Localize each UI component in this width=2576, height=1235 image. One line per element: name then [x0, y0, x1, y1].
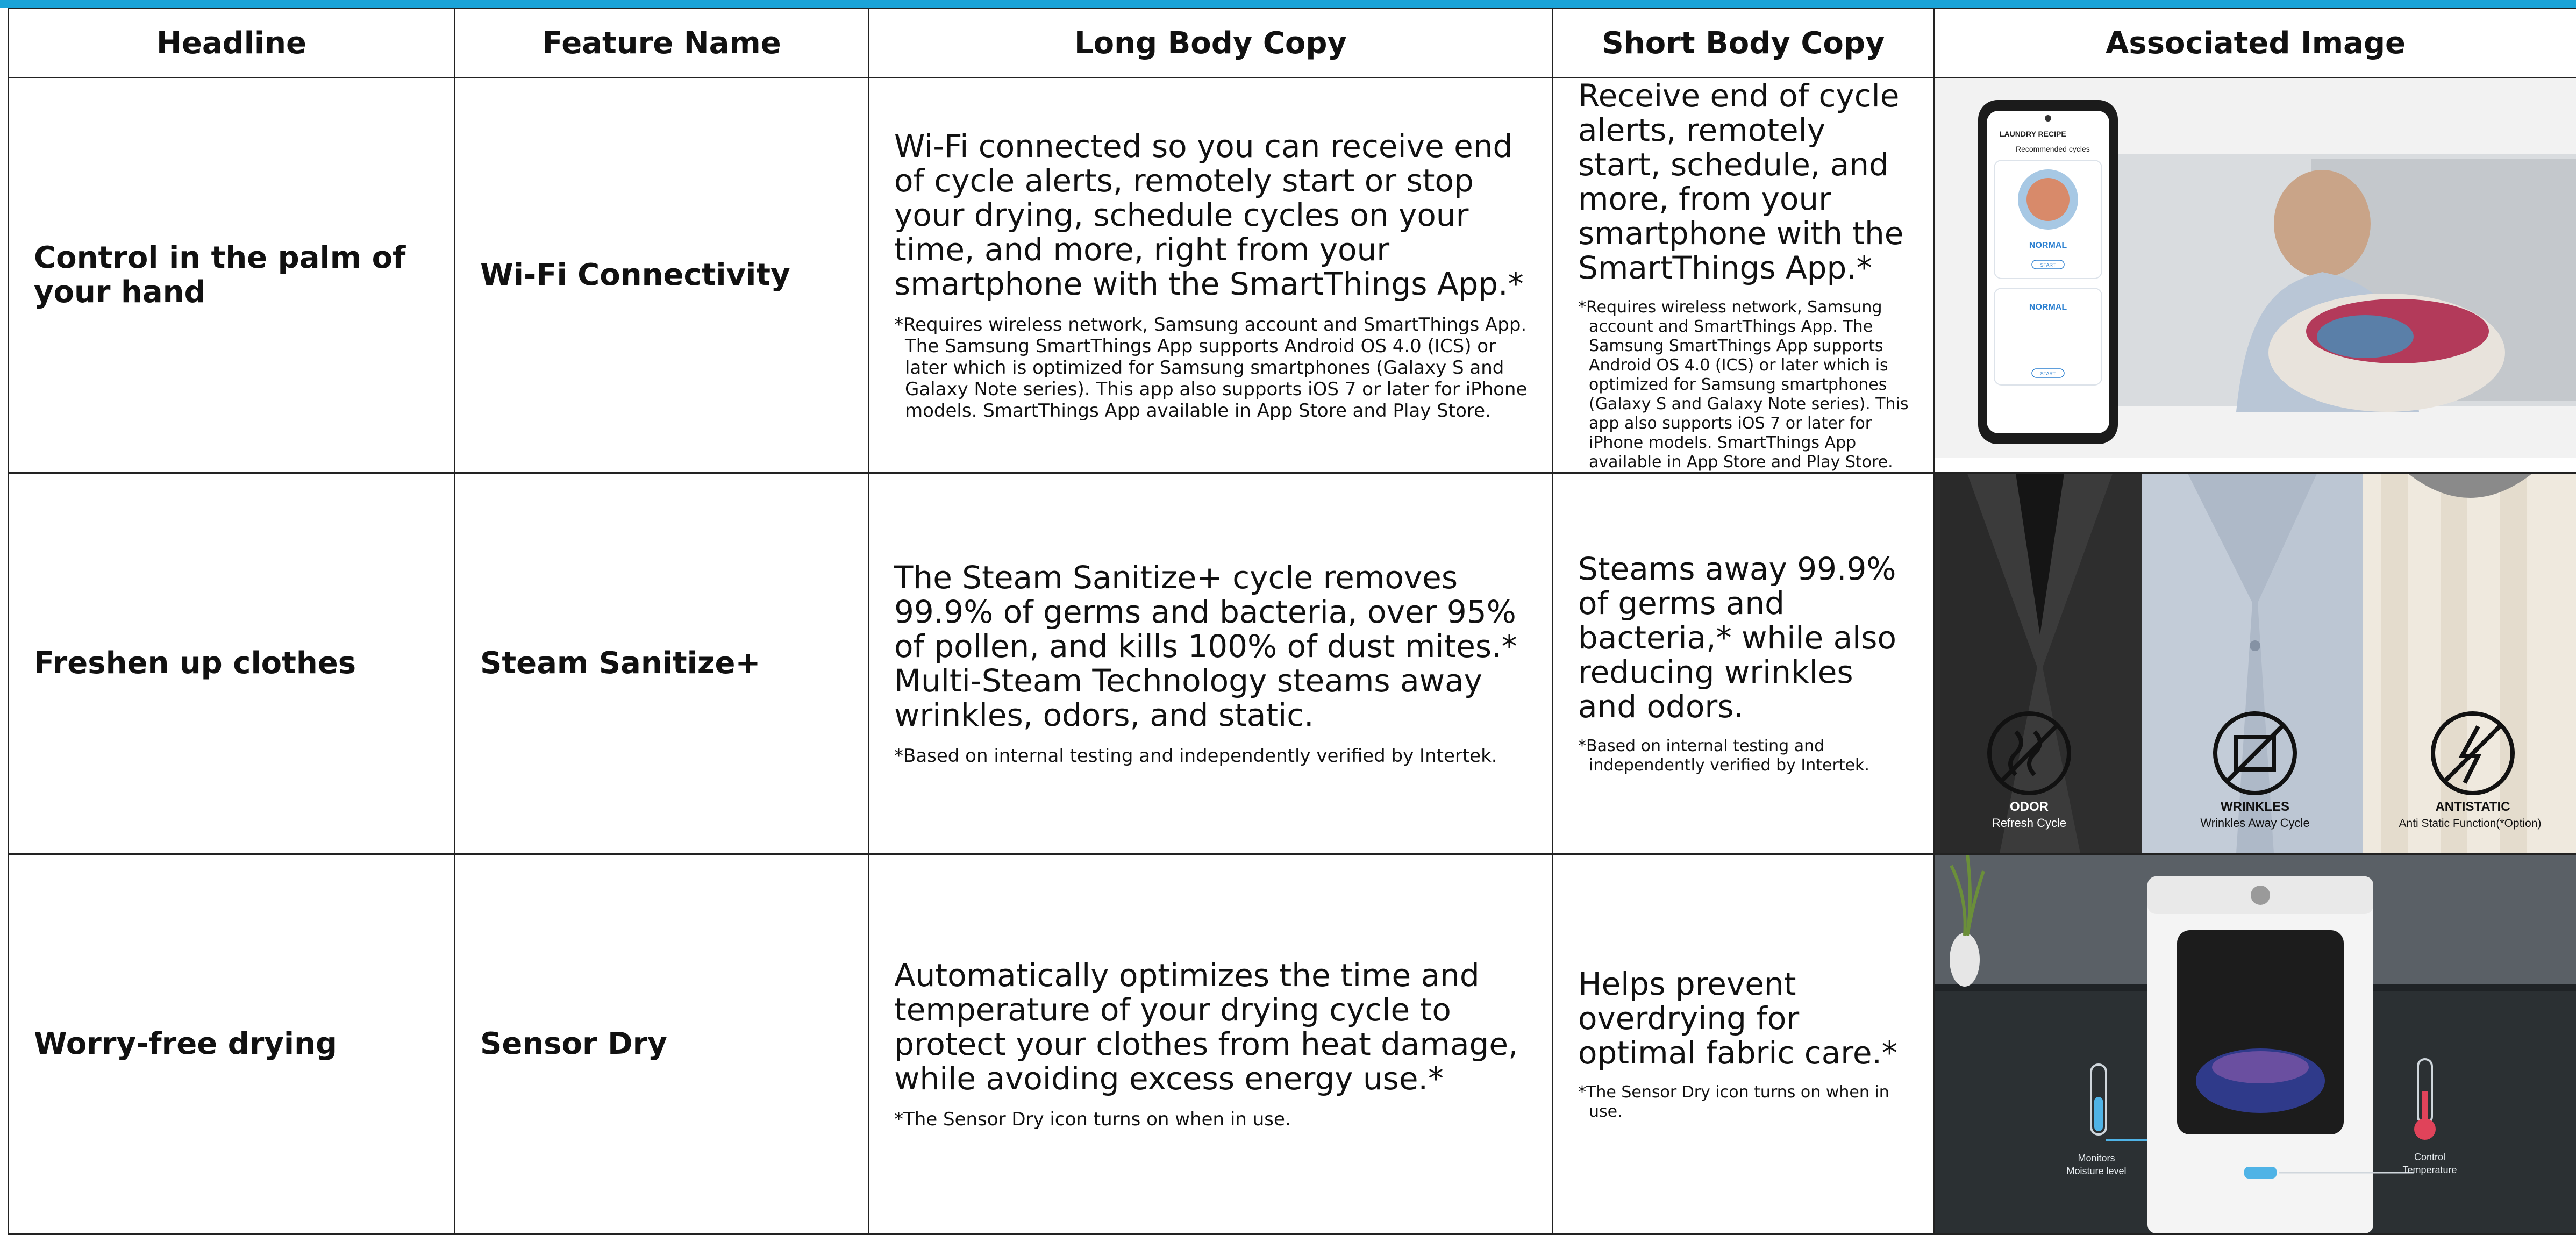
long-body-text: The Steam Sanitize+ cycle removes 99.9% …	[894, 560, 1530, 732]
headline-text: Control in the palm of your hand	[34, 240, 405, 310]
associated-image-cell: LAUNDRY RECIPE Recommended cycles NORMAL…	[1935, 78, 2576, 473]
sensor-dry-image: Monitors Moisture level Control Temperat…	[1935, 855, 2576, 1233]
headline-text: Freshen up clothes	[34, 646, 356, 681]
short-body-cell: Receive end of cycle alerts, remotely st…	[1553, 78, 1935, 473]
column-header-headline: Headline	[9, 9, 455, 78]
odor-title: ODOR	[2010, 799, 2049, 814]
associated-image-cell: ODOR Refresh Cycle	[1935, 473, 2576, 854]
table-row: Freshen up clothes Steam Sanitize+ The S…	[9, 473, 2576, 854]
top-accent-bar	[0, 0, 2576, 8]
temperature-label-1: Control	[2414, 1152, 2445, 1162]
short-body-footnote: *Requires wireless network, Samsung acco…	[1578, 298, 1912, 472]
headline-text: Worry-free drying	[34, 1026, 337, 1061]
wrinkles-subtitle: Wrinkles Away Cycle	[2200, 816, 2309, 830]
column-header-short-body-copy: Short Body Copy	[1553, 9, 1935, 78]
antistatic-title: ANTISTATIC	[2435, 799, 2510, 814]
headline-cell: Worry-free drying	[9, 854, 455, 1234]
headline-cell: Control in the palm of your hand	[9, 78, 455, 473]
feature-name-cell: Steam Sanitize+	[455, 473, 869, 854]
table-row: Worry-free drying Sensor Dry Automatical…	[9, 854, 2576, 1234]
feature-name-cell: Wi-Fi Connectivity	[455, 78, 869, 473]
long-body-footnote: *Based on internal testing and independe…	[894, 745, 1530, 767]
long-body-text: Wi-Fi connected so you can receive end o…	[894, 129, 1530, 301]
temperature-label-2: Temperature	[2402, 1165, 2457, 1175]
moisture-label-2: Moisture level	[2066, 1166, 2126, 1176]
feature-table: Headline Feature Name Long Body Copy Sho…	[8, 8, 2576, 1235]
vase	[1950, 933, 1980, 987]
column-header-associated-image: Associated Image	[1935, 9, 2576, 78]
feature-name-text: Wi-Fi Connectivity	[480, 258, 790, 292]
moisture-label-1: Monitors	[2078, 1153, 2115, 1163]
short-body-cell: Helps prevent overdrying for optimal fab…	[1553, 854, 1935, 1234]
start-label-2: START	[2040, 371, 2056, 376]
antistatic-subtitle: Anti Static Function(*Option)	[2399, 817, 2542, 830]
short-body-text: Helps prevent overdrying for optimal fab…	[1578, 967, 1912, 1070]
odor-panel: ODOR Refresh Cycle	[1935, 474, 2142, 853]
dryer	[2147, 876, 2373, 1233]
header-row: Headline Feature Name Long Body Copy Sho…	[9, 9, 2576, 78]
smartphone-icon: LAUNDRY RECIPE Recommended cycles NORMAL…	[1978, 100, 2118, 444]
feature-name-cell: Sensor Dry	[455, 854, 869, 1234]
feature-name-text: Steam Sanitize+	[480, 646, 760, 681]
steam-sanitize-image: ODOR Refresh Cycle	[1935, 474, 2576, 853]
smartthings-app-image: LAUNDRY RECIPE Recommended cycles NORMAL…	[1935, 78, 2576, 472]
table-row: Control in the palm of your hand Wi-Fi C…	[9, 78, 2576, 473]
long-body-footnote: *The Sensor Dry icon turns on when in us…	[894, 1109, 1530, 1130]
long-body-cell: Automatically optimizes the time and tem…	[869, 854, 1553, 1234]
phone-header: LAUNDRY RECIPE	[2000, 130, 2066, 138]
wrinkles-panel: WRINKLES Wrinkles Away Cycle	[2142, 474, 2363, 853]
column-header-feature-name: Feature Name	[455, 9, 869, 78]
phone-subheader: Recommended cycles	[2016, 145, 2090, 153]
smartthings-app-illustration: LAUNDRY RECIPE Recommended cycles NORMAL…	[1935, 78, 2576, 458]
antistatic-panel: ANTISTATIC Anti Static Function(*Option)	[2363, 474, 2576, 853]
odor-subtitle: Refresh Cycle	[1992, 816, 2066, 830]
short-body-footnote: *The Sensor Dry icon turns on when in us…	[1578, 1083, 1912, 1122]
cycle-2-name: NORMAL	[2029, 303, 2067, 312]
column-header-long-body-copy: Long Body Copy	[869, 9, 1553, 78]
associated-image-cell: Monitors Moisture level Control Temperat…	[1935, 854, 2576, 1234]
short-body-text: Steams away 99.9% of germs and bacteria,…	[1578, 552, 1912, 724]
short-body-text: Receive end of cycle alerts, remotely st…	[1578, 78, 1912, 285]
steam-sanitize-illustration: ODOR Refresh Cycle	[1935, 474, 2576, 853]
sensor-dry-illustration: Monitors Moisture level Control Temperat…	[1935, 855, 2576, 1233]
start-label-1: START	[2040, 262, 2056, 268]
wrinkles-title: WRINKLES	[2221, 799, 2289, 814]
feature-name-text: Sensor Dry	[480, 1026, 667, 1061]
long-body-footnote: *Requires wireless network, Samsung acco…	[894, 314, 1530, 422]
long-body-cell: The Steam Sanitize+ cycle removes 99.9% …	[869, 473, 1553, 854]
short-body-cell: Steams away 99.9% of germs and bacteria,…	[1553, 473, 1935, 854]
short-body-footnote: *Based on internal testing and independe…	[1578, 737, 1912, 775]
cycle-1-name: NORMAL	[2029, 241, 2067, 250]
long-body-text: Automatically optimizes the time and tem…	[894, 958, 1530, 1096]
long-body-cell: Wi-Fi connected so you can receive end o…	[869, 78, 1553, 473]
person-head	[2274, 170, 2371, 277]
headline-cell: Freshen up clothes	[9, 473, 455, 854]
